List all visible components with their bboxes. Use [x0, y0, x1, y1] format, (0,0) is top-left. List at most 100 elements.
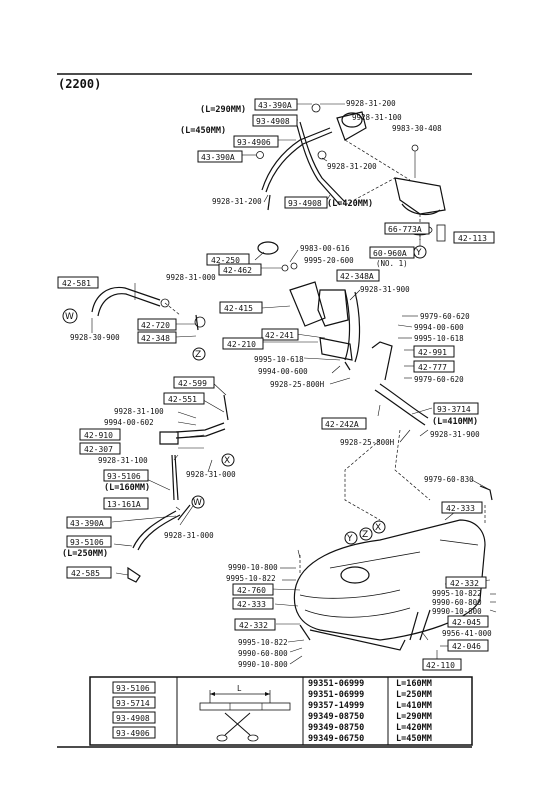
- label-93-4906: 93-4906: [237, 138, 271, 147]
- pn-9928-31-000-c: 9928-31-000: [164, 531, 214, 540]
- label-42-348: 42-348: [141, 334, 170, 343]
- callout-x-tank: X: [375, 523, 381, 533]
- note-l250: (L=250MM): [62, 549, 108, 559]
- pn-9994-00-602: 9994-00-602: [104, 418, 154, 427]
- callout-w-lower: W: [193, 498, 202, 508]
- pn-9995-10-618-b: 9995-10-618: [254, 355, 304, 364]
- length-notes: (L=290MM) (L=450MM) (L=420MM) (NO. 1) (L…: [62, 105, 478, 559]
- table-ref-93-4908: 93-4908: [116, 714, 150, 723]
- table-part-1: 99351-06999: [308, 679, 364, 689]
- table-part-2: 99351-06999: [308, 690, 364, 700]
- table-part-4: 99349-08750: [308, 712, 364, 722]
- filler-pipe: [91, 281, 429, 426]
- part-numbers: 9928-31-200 9928-31-100 9983-30-408 9928…: [70, 99, 492, 669]
- pn-9994-00-600-b: 9994-00-600: [258, 367, 308, 376]
- pn-9928-31-200-b: 9928-31-200: [327, 162, 377, 171]
- part-labels: 43-390A 93-4908 93-4906 43-390A 93-4908 …: [57, 98, 495, 671]
- table-length-6: L=450MM: [396, 734, 432, 744]
- pn-9928-31-000-b: 9928-31-000: [186, 470, 236, 479]
- pn-9928-25-800h-b: 9928-25-800H: [340, 438, 395, 447]
- hose-length-table: 93-5106 93-5714 93-4908 93-4906 L 99351-…: [89, 676, 473, 746]
- label-42-307: 42-307: [84, 445, 113, 454]
- label-42-585: 42-585: [71, 569, 100, 578]
- note-l290: (L=290MM): [200, 105, 246, 115]
- pn-9995-10-618-a: 9995-10-618: [414, 334, 464, 343]
- label-42-046: 42-046: [452, 642, 481, 651]
- table-length-1: L=160MM: [396, 679, 432, 689]
- callout-y-top: Y: [415, 248, 422, 258]
- note-no1: (NO. 1): [376, 259, 408, 268]
- label-42-348A: 42-348A: [340, 272, 374, 281]
- filler-neck-cap: [257, 241, 298, 272]
- callout-z-left: Z: [195, 350, 201, 360]
- section-code: (2200): [58, 77, 101, 91]
- label-42-333-right: 42-333: [446, 504, 475, 513]
- label-42-551: 42-551: [168, 395, 197, 404]
- label-42-720: 42-720: [141, 321, 170, 330]
- label-93-5106-lower: 93-5106: [70, 538, 104, 547]
- pn-9983-30-408: 9983-30-408: [392, 124, 442, 133]
- label-42-760: 42-760: [237, 586, 266, 595]
- label-42-242A: 42-242A: [325, 420, 359, 429]
- label-42-777: 42-777: [418, 363, 447, 372]
- pn-9928-25-800h-a: 9928-25-800H: [270, 380, 325, 389]
- label-42-462: 42-462: [223, 266, 252, 275]
- label-93-5106-upper: 93-5106: [107, 472, 141, 481]
- vent-hoses-top: [256, 103, 346, 211]
- label-42-045: 42-045: [452, 618, 481, 627]
- pn-9990-60-800-b: 9990-60-800: [238, 649, 288, 658]
- table-part-5: 99349-08750: [308, 723, 364, 733]
- callout-x-left: X: [224, 456, 230, 466]
- note-l160: (L=160MM): [104, 483, 150, 493]
- pn-9979-60-620-b: 9979-60-620: [414, 375, 464, 384]
- pn-9928-31-900-b: 9928-31-900: [430, 430, 480, 439]
- callout-circles: W Z X W Y Y Z X: [62, 245, 427, 545]
- pn-9990-10-800-b: 9990-10-800: [432, 607, 482, 616]
- pn-9928-31-000-a: 9928-31-000: [166, 273, 216, 282]
- label-60-960A: 60-960A: [373, 249, 407, 258]
- label-42-910: 42-910: [84, 431, 113, 440]
- leader-lines: [91, 103, 497, 665]
- label-42-241: 42-241: [265, 331, 294, 340]
- table-ref-93-4906: 93-4906: [116, 729, 150, 738]
- table-length-4: L=290MM: [396, 712, 432, 722]
- fuel-lines-left: [127, 314, 229, 583]
- pn-9928-31-200-a: 9928-31-200: [346, 99, 396, 108]
- pn-9928-31-900-a: 9928-31-900: [360, 285, 410, 294]
- label-93-4908-lower: 93-4908: [288, 199, 322, 208]
- pn-9928-30-900: 9928-30-900: [70, 333, 120, 342]
- label-42-991: 42-991: [418, 348, 447, 357]
- fuel-tank: [293, 485, 493, 651]
- callout-y-tank: Y: [346, 534, 353, 544]
- label-93-3714: 93-3714: [437, 405, 471, 414]
- pn-9928-31-100-c: 9928-31-100: [98, 456, 148, 465]
- label-93-4908-upper: 93-4908: [256, 117, 290, 126]
- label-13-161A: 13-161A: [107, 500, 141, 509]
- table-part-3: 99357-14999: [308, 701, 364, 711]
- table-ref-93-5106: 93-5106: [116, 684, 150, 693]
- label-42-332-left: 42-332: [239, 621, 268, 630]
- pn-9979-60-620-a: 9979-60-620: [420, 312, 470, 321]
- pn-9979-60-830: 9979-60-830: [424, 475, 474, 484]
- note-l420: (L=420MM): [327, 199, 373, 209]
- table-length-2: L=250MM: [396, 690, 432, 700]
- note-l410: (L=410MM): [432, 417, 478, 427]
- pn-9956-41-000: 9956-41-000: [442, 629, 492, 638]
- label-42-333-left: 42-333: [237, 600, 266, 609]
- label-42-110: 42-110: [426, 661, 455, 670]
- pn-9995-10-822-c: 9995-10-822: [238, 638, 288, 647]
- hose-cutting-illustration: L: [199, 684, 291, 742]
- table-part-6: 99349-06750: [308, 734, 364, 744]
- dimension-letter-l: L: [237, 684, 242, 693]
- label-42-250: 42-250: [211, 256, 240, 265]
- note-l450: (L=450MM): [180, 126, 226, 136]
- callout-z-tank: Z: [362, 530, 368, 540]
- table-length-5: L=420MM: [396, 723, 432, 733]
- pn-9995-20-600: 9995-20-600: [304, 256, 354, 265]
- label-42-581: 42-581: [62, 279, 91, 288]
- pn-9928-31-200-c: 9928-31-200: [212, 197, 262, 206]
- check-valve: [336, 111, 419, 160]
- pn-9983-00-616: 9983-00-616: [300, 244, 350, 253]
- pn-9990-60-800-a: 9990-60-800: [432, 598, 482, 607]
